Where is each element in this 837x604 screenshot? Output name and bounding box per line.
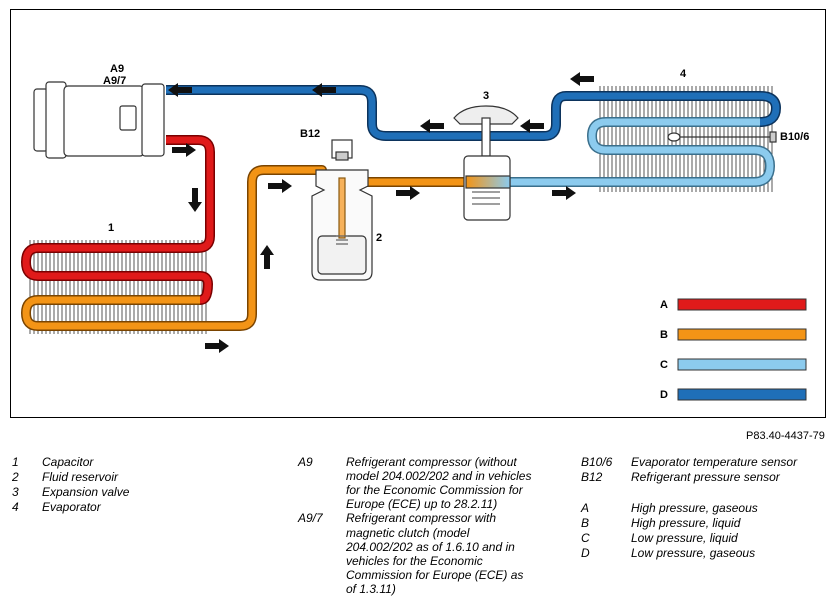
legend-text: Low pressure, liquid [631,531,738,545]
legend-text: Refrigerant compressor (without [346,455,517,469]
arrow-left-icon [520,119,544,133]
legend-key: 3 [12,485,19,499]
legend-components: 1 Capacitor 2 Fluid reservoir 3 Expansion v… [12,455,262,525]
pipe-low-pressure-gaseous-core [166,86,780,140]
legend-key: 4 [12,500,19,514]
legend-key: B10/6 [581,455,613,469]
legend-swatch [677,298,807,311]
label-valve-number: 3 [483,90,490,102]
legend-text: Expansion valve [42,485,130,499]
legend-key: A [581,501,590,515]
legend-text: of 1.3.11) [346,582,396,596]
expansion-valve [453,105,519,221]
legend-code-a: A [660,299,668,311]
fluid-reservoir [311,139,373,281]
evaporator-fins [599,86,773,192]
legend-text: 204.002/202 as of 1.6.10 and in [346,540,515,554]
legend-key: D [581,546,590,560]
legend-text: High pressure, gaseous [631,501,758,515]
diagram-frame [10,9,826,418]
legend-sensors-pressures: B10/6 Evaporator temperature sensor B12 … [581,455,831,565]
label-reservoir-number: 2 [376,232,383,244]
legend-key: A9/7 [298,511,323,525]
temperature-sensor [667,131,777,143]
label-a97: A9/7 [103,75,127,87]
figure-reference: P83.40-4437-79 [746,430,825,442]
legend-text: Refrigerant compressor with [346,511,497,525]
label-b12: B12 [300,128,321,140]
legend-text: Capacitor [42,455,94,469]
legend-text: High pressure, liquid [631,516,741,530]
arrow-left-icon [168,83,192,97]
label-a9: A9 [110,63,125,75]
legend-key: 2 [12,470,19,484]
legend-text: model 204.002/202 and in vehicles [346,469,532,483]
arrow-right-icon [268,179,292,193]
arrow-right-icon [396,186,420,200]
legend-text: Evaporator [42,500,101,514]
legend-code-d: D [660,389,668,401]
label-evaporator-number: 4 [680,68,687,80]
legend-text: Refrigerant pressure sensor [631,470,780,484]
arrow-up-icon [260,245,274,269]
pipe-low-pressure-liquid-core [508,118,774,186]
legend-text: vehicles for the Economic [346,554,483,568]
legend-key: 1 [12,455,19,469]
legend-key: A9 [298,455,313,469]
legend-text: Evaporator temperature sensor [631,455,798,469]
legend-text: Europe (ECE) up to 28.2.11) [346,497,498,511]
label-condenser-number: 1 [108,222,115,234]
flow-arrows [168,72,594,353]
legend-swatch [677,328,807,341]
compressor [33,81,165,159]
legend-text: Commission for Europe (ECE) as [346,568,524,582]
legend-text: magnetic clutch (model [346,526,470,540]
pipe-high-pressure-gaseous-core [22,136,214,304]
arrow-left-icon [312,83,336,97]
arrow-right-icon [205,339,229,353]
legend-compressors: A9 Refrigerant compressor (without model… [298,455,568,600]
arrow-left-icon [420,119,444,133]
condenser-fins [29,240,207,334]
arrow-right-icon [552,186,576,200]
legend-key: B [581,516,590,530]
legend-code-c: C [660,359,668,371]
legend-key: B12 [581,470,603,484]
legend-text: Fluid reservoir [42,470,119,484]
label-b106: B10/6 [780,131,810,143]
legend-key: C [581,531,590,545]
arrow-down-icon [188,188,202,212]
color-legend [677,298,807,401]
legend-swatch [677,358,807,371]
legend-text: Low pressure, gaseous [631,546,756,560]
legend-code-b: B [660,329,668,341]
arrow-right-icon [172,143,196,157]
legend-swatch [677,388,807,401]
arrow-left-icon [570,72,594,86]
legend-text: for the Economic Commission for [346,483,523,497]
